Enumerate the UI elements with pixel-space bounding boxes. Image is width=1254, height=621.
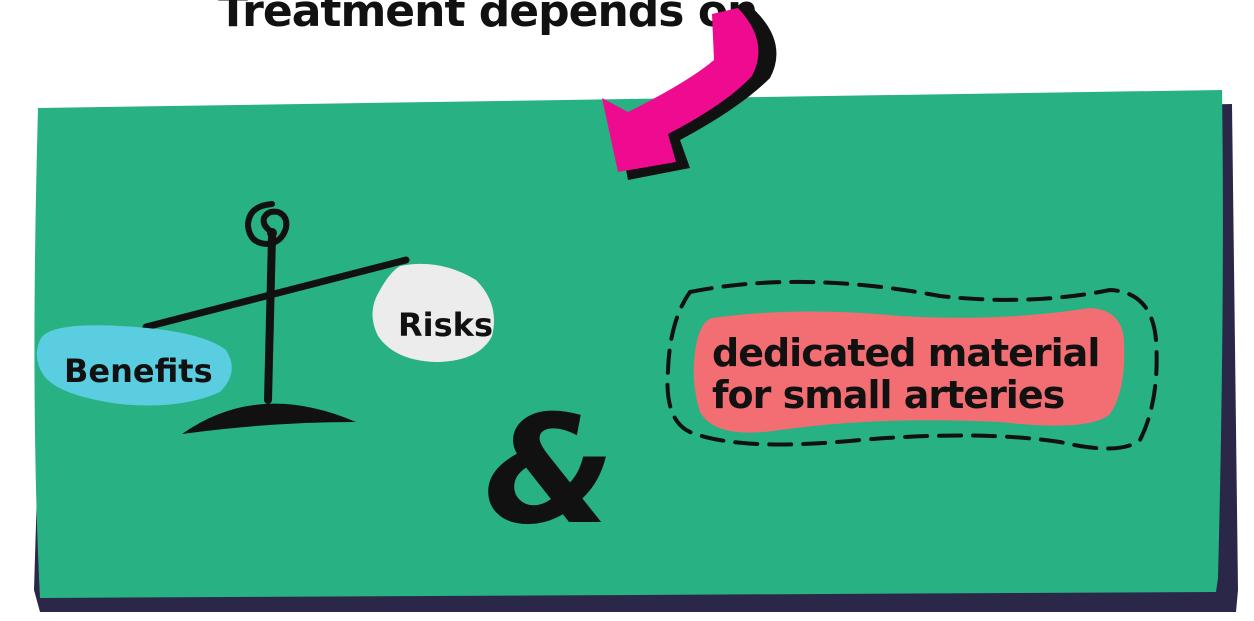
arrow-body [602, 8, 759, 172]
benefits-label: Benefits [64, 352, 213, 390]
risks-blob [372, 263, 494, 362]
ampersand-symbol: & [484, 384, 615, 558]
benefits-blob [36, 325, 232, 406]
scale-base [182, 403, 356, 434]
heading-text: Treatment depends on [218, 0, 757, 37]
green-panel [34, 90, 1223, 598]
material-line-1: dedicated material [712, 331, 1099, 375]
material-line-2: for small arteries [712, 373, 1064, 417]
scale-spiral [244, 201, 290, 248]
dashed-outline [665, 279, 1159, 451]
arrow-icon [602, 4, 777, 180]
risks-label: Risks [398, 306, 493, 344]
material-blob [693, 308, 1125, 433]
scale-post [264, 232, 276, 404]
balance-scale-icon [142, 201, 410, 434]
scale-beam [142, 256, 410, 331]
